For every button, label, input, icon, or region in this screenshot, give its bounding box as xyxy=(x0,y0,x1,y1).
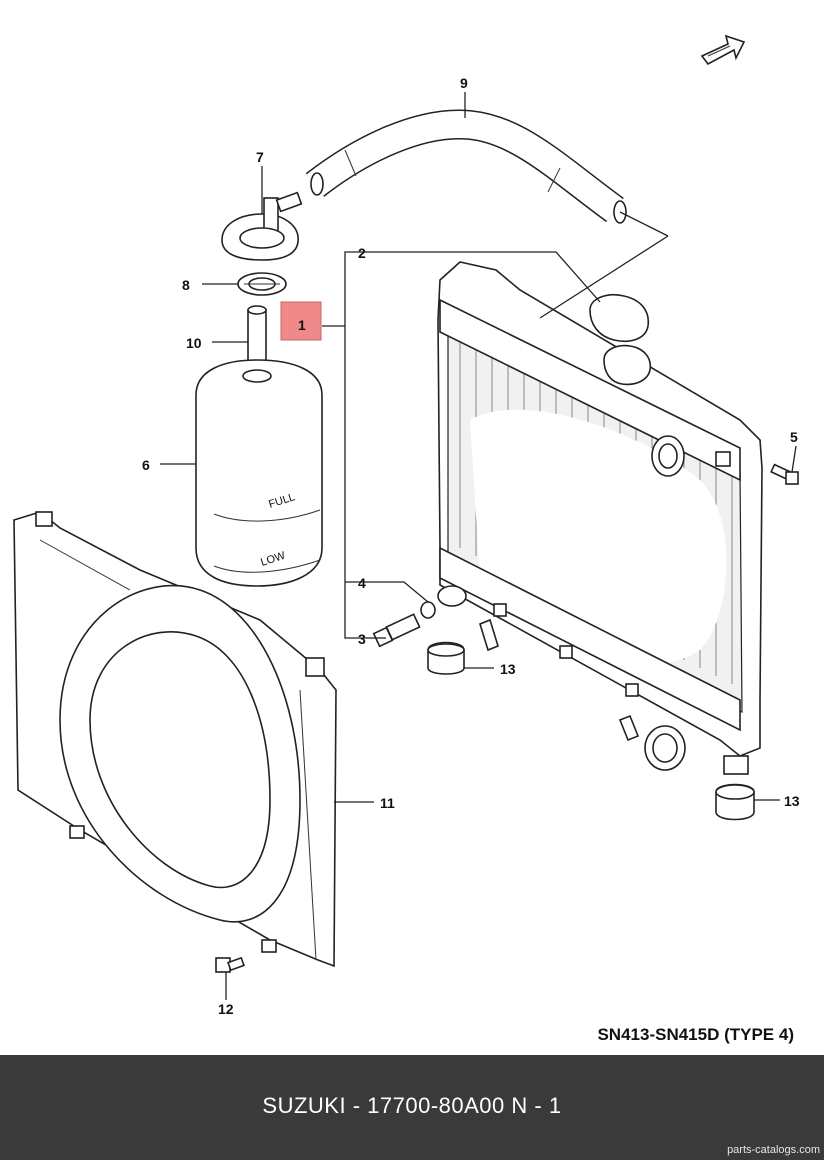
cap-seal xyxy=(237,272,287,296)
callout-6: 6 xyxy=(142,457,150,473)
callout-13: 13 xyxy=(500,661,516,677)
bolt xyxy=(215,956,245,973)
callout-9: 9 xyxy=(460,75,468,91)
radiator xyxy=(437,261,763,775)
model-code: SN413-SN415D (TYPE 4) xyxy=(597,1025,794,1044)
part-title: SUZUKI - 17700-80A00 N - 1 xyxy=(262,1093,562,1118)
callout-4: 4 xyxy=(358,575,366,591)
reservoir-tank: FULL LOW xyxy=(195,305,323,587)
drain-plug xyxy=(372,601,436,648)
leader-lines xyxy=(160,92,797,1000)
callout-12: 12 xyxy=(218,1001,234,1017)
front-arrow-icon xyxy=(700,34,746,66)
rubber-mount xyxy=(715,783,755,821)
fan-shroud xyxy=(13,511,337,968)
highlighted-callout-box[interactable] xyxy=(280,301,322,341)
source-link[interactable]: parts-catalogs.com xyxy=(727,1144,820,1156)
callout-10: 10 xyxy=(186,335,202,351)
callout-5: 5 xyxy=(790,429,798,445)
reservoir-cap xyxy=(221,191,303,261)
callout-7: 7 xyxy=(256,149,264,165)
footer: SUZUKI - 17700-80A00 N - 1 parts-catalog… xyxy=(0,1055,824,1160)
radiator-hose xyxy=(305,109,627,224)
parts-diagram: FULL LOW xyxy=(13,34,800,1044)
callout-11: 11 xyxy=(380,795,395,811)
callout-1: 1 xyxy=(298,317,306,333)
callout-2: 2 xyxy=(358,245,366,261)
callout-3: 3 xyxy=(358,631,366,647)
callout-bracket xyxy=(322,251,370,639)
bolt xyxy=(770,463,799,485)
rubber-mount xyxy=(427,641,465,675)
callout-13: 13 xyxy=(784,793,800,809)
callout-8: 8 xyxy=(182,277,190,293)
